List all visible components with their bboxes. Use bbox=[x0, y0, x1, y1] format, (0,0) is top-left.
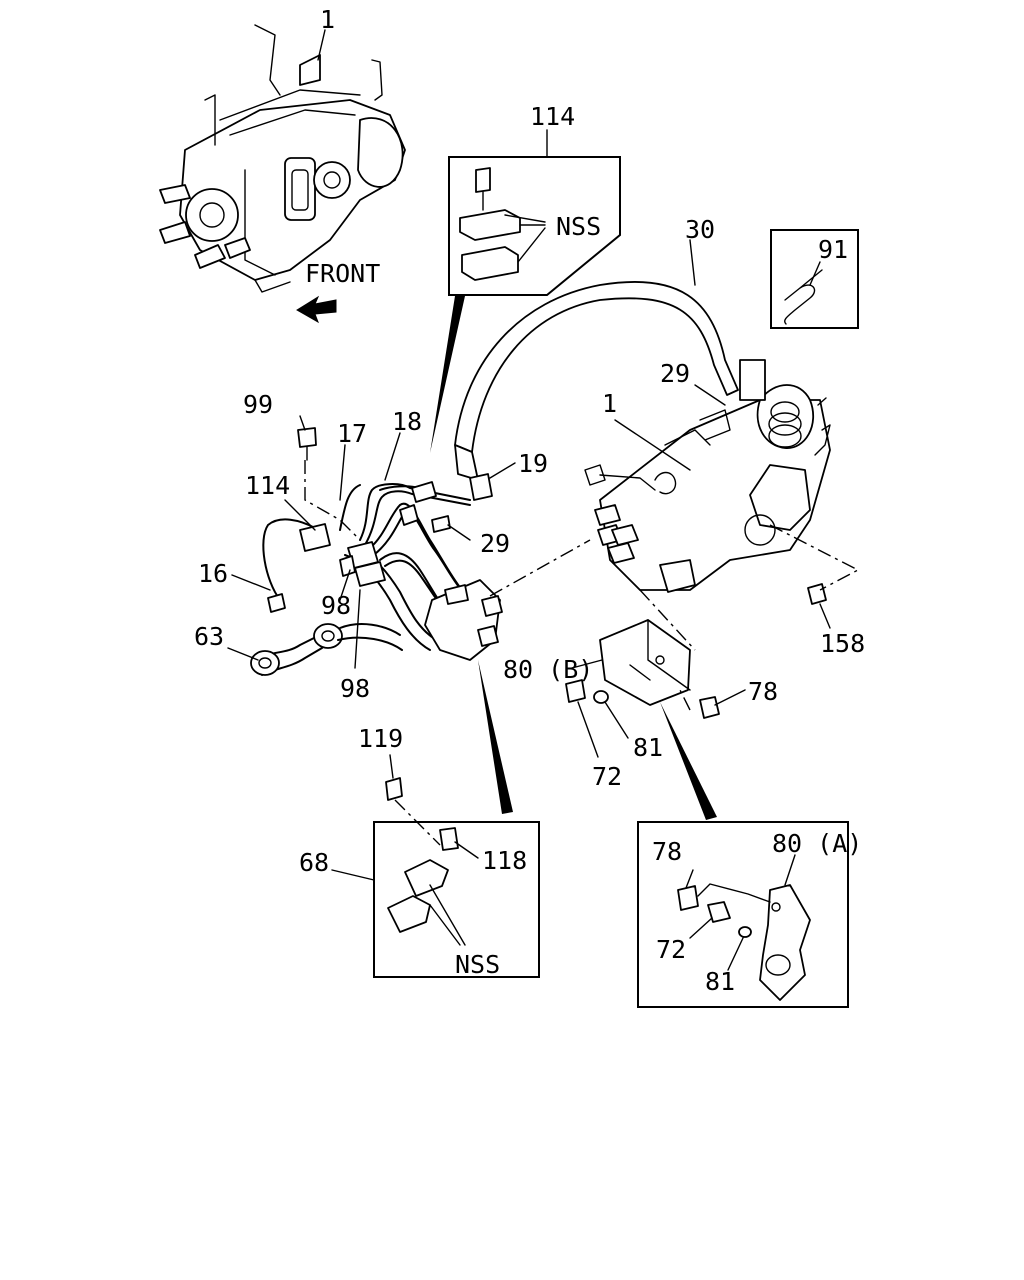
label-98-a: 98 bbox=[321, 591, 351, 620]
label-18: 18 bbox=[392, 407, 422, 436]
label-114-top: 114 bbox=[530, 102, 575, 131]
label-nss-top: NSS bbox=[556, 212, 601, 241]
label-119: 119 bbox=[358, 724, 403, 753]
leader-lines bbox=[227, 29, 831, 971]
label-78-mid: 78 bbox=[748, 677, 778, 706]
label-114-left: 114 bbox=[245, 471, 290, 500]
label-80a: 80 (A) bbox=[772, 829, 862, 858]
label-158: 158 bbox=[820, 629, 865, 658]
label-19: 19 bbox=[518, 449, 548, 478]
label-78-box: 78 bbox=[652, 837, 682, 866]
pointer-wedges bbox=[430, 296, 717, 820]
label-1-mid: 1 bbox=[602, 389, 617, 418]
label-29-mid: 29 bbox=[480, 529, 510, 558]
label-front: FRONT bbox=[305, 259, 380, 288]
injection-pipes bbox=[250, 427, 503, 676]
label-81-mid: 81 bbox=[633, 733, 663, 762]
label-nss-bottom: NSS bbox=[455, 950, 500, 979]
label-1-top: 1 bbox=[320, 5, 335, 34]
injection-pump-overview bbox=[159, 24, 406, 293]
label-16: 16 bbox=[198, 559, 228, 588]
label-30: 30 bbox=[685, 215, 715, 244]
label-29-right: 29 bbox=[660, 359, 690, 388]
detail-box-80a bbox=[637, 821, 849, 1008]
label-81-box: 81 bbox=[705, 967, 735, 996]
label-80b: 80 (B) bbox=[503, 655, 593, 684]
label-72-mid: 72 bbox=[592, 762, 622, 791]
front-arrow bbox=[296, 295, 337, 324]
bracket-80b bbox=[565, 583, 827, 719]
label-91: 91 bbox=[818, 235, 848, 264]
label-63: 63 bbox=[194, 622, 224, 651]
hose-30 bbox=[454, 281, 739, 481]
detail-box-68 bbox=[373, 777, 540, 978]
detail-box-114 bbox=[448, 156, 621, 296]
injection-pump-main bbox=[584, 359, 831, 593]
label-72-box: 72 bbox=[656, 935, 686, 964]
detail-box-91 bbox=[770, 229, 859, 329]
part-labels: 1 114 NSS FRONT 30 91 29 1 99 17 18 19 1… bbox=[194, 5, 865, 996]
label-118: 118 bbox=[482, 846, 527, 875]
label-99: 99 bbox=[243, 390, 273, 419]
label-98-b: 98 bbox=[340, 674, 370, 703]
label-68: 68 bbox=[299, 848, 329, 877]
center-lines bbox=[304, 460, 860, 846]
label-17: 17 bbox=[337, 419, 367, 448]
